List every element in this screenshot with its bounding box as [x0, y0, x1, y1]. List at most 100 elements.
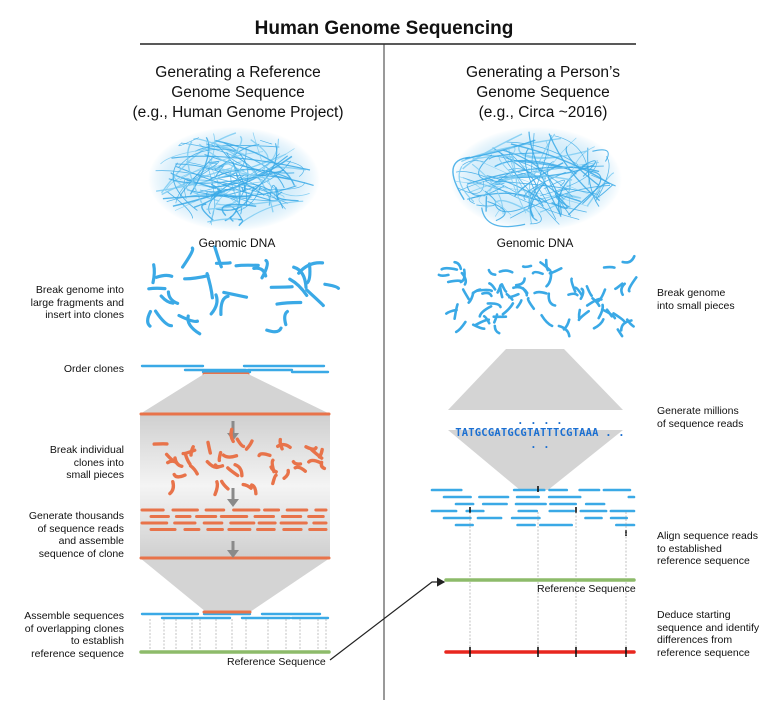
dna-strand: [199, 189, 280, 201]
fragment: [183, 452, 192, 466]
fragment: [219, 294, 230, 316]
fragment: [493, 324, 501, 335]
dna-strand: [548, 133, 601, 202]
fragment: [220, 479, 230, 491]
fragment: [260, 258, 269, 280]
right-step-break-genome: Break genome into small pieces: [657, 287, 768, 312]
right-funnel-bottom: [448, 430, 623, 490]
dna-strand: [488, 152, 543, 160]
fragment: [181, 246, 195, 269]
dna-strand: [213, 166, 272, 181]
fragment: [567, 292, 579, 297]
fragment: [155, 273, 174, 279]
left-heading-line: Generating a Reference: [155, 64, 321, 81]
fragment: [206, 440, 212, 455]
dna-strand: [171, 155, 311, 171]
dna-strand: [252, 132, 277, 201]
dna-strand: [155, 170, 276, 195]
dna-strand: [471, 163, 504, 215]
fragment: [585, 297, 603, 307]
fragment: [189, 445, 195, 457]
fragment: [621, 254, 636, 264]
dna-strand: [224, 135, 243, 166]
clone-small-pieces: [152, 427, 327, 497]
dna-strand: [494, 207, 502, 217]
dna-strand: [587, 147, 600, 207]
fragment: [222, 290, 249, 299]
dna-strand: [581, 160, 596, 177]
step-line: into small pieces: [657, 299, 735, 312]
dna-strand: [510, 143, 611, 185]
fragment: [229, 427, 235, 444]
step-line: Break genome into: [35, 284, 124, 296]
fragment: [548, 267, 563, 275]
fragment: [278, 437, 284, 451]
right-heading-line: Genome Sequence: [476, 84, 610, 101]
dna-strand: [459, 176, 512, 216]
dna-strand: [250, 139, 269, 159]
fragment: [214, 261, 232, 265]
fragment: [454, 320, 467, 334]
fragment: [460, 271, 468, 286]
right-heading: Generating a Person’s Genome Sequence (e…: [423, 63, 663, 123]
fragment: [270, 458, 276, 474]
fragment: [488, 282, 497, 291]
dna-strand: [498, 155, 514, 176]
dna-strand: [178, 137, 200, 147]
dna-strand: [458, 165, 475, 203]
fragment: [288, 277, 309, 297]
fragment: [562, 318, 571, 331]
fragment: [252, 266, 268, 278]
fragment: [471, 323, 486, 330]
step-line: reference sequence: [31, 647, 124, 660]
dna-strand: [172, 162, 198, 211]
dna-strand: [186, 179, 288, 204]
fragment: [620, 282, 626, 297]
fragment: [508, 292, 520, 299]
fragment: [305, 262, 312, 285]
fragment: [226, 466, 240, 478]
step-line: insert into clones: [45, 309, 124, 321]
dna-strand: [565, 146, 600, 186]
fragment: [482, 315, 491, 325]
down-arrow-head: [227, 550, 239, 558]
fragment: [213, 245, 223, 269]
dna-strand: [160, 146, 232, 165]
dna-strand: [528, 135, 552, 209]
fragment: [531, 270, 544, 276]
fragment: [614, 282, 624, 291]
fragment: [235, 437, 246, 449]
fragment: [275, 300, 303, 306]
dna-strand: [226, 152, 290, 180]
left-step-break-clones: Break individual clones into small piece…: [6, 444, 124, 482]
left-step-order-clones: Order clones: [6, 363, 124, 376]
dna-strand: [521, 165, 601, 199]
dna-strand: [208, 160, 220, 164]
step-line: Assemble sequences: [24, 610, 124, 622]
fragment: [177, 313, 199, 324]
left-large-fragments: [146, 245, 340, 336]
fragment: [269, 285, 294, 289]
dna-strand: [547, 160, 572, 217]
left-reference-label: Reference Sequence: [227, 656, 326, 668]
fragment: [605, 308, 613, 318]
dna-strand: [208, 155, 289, 188]
dna-strand: [539, 160, 598, 197]
fragment: [521, 264, 533, 269]
fragment: [319, 460, 327, 471]
dna-strand: [452, 156, 471, 201]
fragment: [597, 303, 605, 320]
fragment: [521, 287, 529, 297]
dna-strand: [194, 144, 280, 152]
fragment: [557, 324, 571, 338]
dna-strand: [529, 184, 533, 224]
fragment: [276, 442, 292, 449]
dna-strand: [239, 200, 304, 225]
dna-strand: [225, 205, 243, 221]
left-heading-line: Genome Sequence: [171, 84, 305, 101]
dna-strand: [543, 179, 565, 190]
fragment: [486, 302, 502, 309]
fragment: [585, 285, 593, 298]
step-line: Generate millions: [657, 405, 739, 417]
